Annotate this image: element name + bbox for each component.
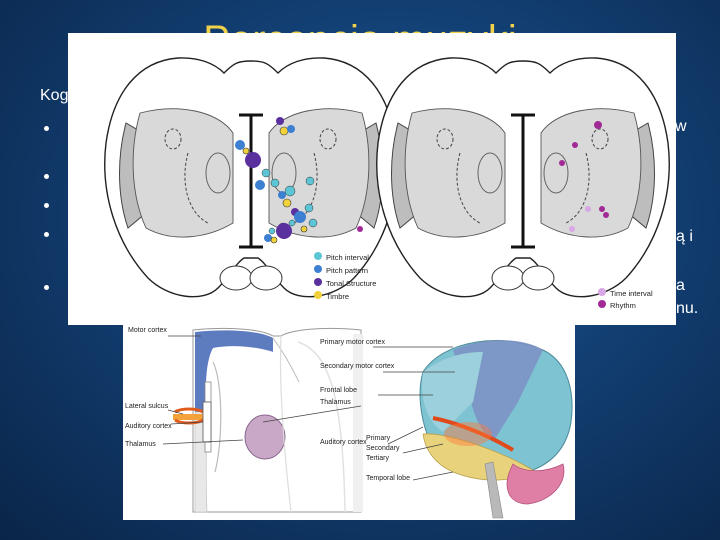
label-frontal-lobe: Frontal lobe	[320, 387, 357, 394]
legend-swatch-tonal-structure	[314, 278, 322, 286]
bullet-1	[44, 126, 49, 131]
label-auditory-cortex: Auditory cortex	[125, 423, 172, 430]
left-legend: Pitch interval Pitch pattern Tonal Struc…	[314, 252, 376, 301]
right-text-fragment-4: nu.	[676, 300, 699, 317]
label-lateral-sulcus: Lateral sulcus	[125, 403, 169, 410]
right-text-fragment-2: ą i	[676, 228, 693, 245]
left-axial-brain	[104, 57, 398, 298]
left-text-fragment: Kog	[40, 87, 69, 104]
legend-swatch-time-interval	[598, 288, 606, 296]
label-auditory-cortex-lateral: Auditory cortex	[320, 439, 367, 446]
label-secondary-motor-cortex: Secondary motor cortex	[320, 363, 395, 370]
coronal-labels: Motor cortex Lateral sulcus Auditory cor…	[125, 327, 244, 448]
brain-anatomy-svg: Motor cortex Lateral sulcus Auditory cor…	[125, 327, 573, 519]
axial-brain-figure: Pitch interval Pitch pattern Tonal Struc…	[68, 33, 676, 325]
label-temporal-lobe: Temporal lobe	[366, 475, 410, 482]
legend-pitch-interval: Pitch interval	[326, 253, 369, 262]
legend-swatch-rhythm	[598, 300, 606, 308]
label-thalamus-coronal: Thalamus	[125, 441, 156, 448]
bullet-5	[44, 285, 49, 290]
legend-swatch-pitch-interval	[314, 252, 322, 260]
label-secondary: Secondary	[366, 445, 400, 452]
label-motor-cortex: Motor cortex	[128, 327, 167, 334]
lateral-brain	[419, 340, 573, 519]
coronal-section	[173, 327, 363, 513]
legend-swatch-pitch-pattern	[314, 265, 322, 273]
right-text-fragment-3: a	[676, 277, 685, 294]
right-legend: Time interval Rhythm	[598, 288, 653, 310]
bullet-4	[44, 232, 49, 237]
legend-time-interval: Time interval	[610, 289, 653, 298]
legend-swatch-timbre	[314, 291, 322, 299]
lateral-labels: Primary motor cortex Secondary motor cor…	[262, 339, 455, 482]
label-thalamus-lateral: Thalamus	[320, 399, 351, 406]
label-tertiary: Tertiary	[366, 455, 389, 462]
brain-anatomy-figure: Motor cortex Lateral sulcus Auditory cor…	[123, 322, 575, 520]
legend-timbre: Timbre	[326, 292, 349, 301]
legend-tonal-structure: Tonal Structure	[326, 279, 376, 288]
bullet-3	[44, 203, 49, 208]
right-axial-brain	[357, 57, 670, 298]
label-primary-motor-cortex: Primary motor cortex	[320, 339, 385, 346]
legend-rhythm: Rhythm	[610, 301, 636, 310]
legend-pitch-pattern: Pitch pattern	[326, 266, 368, 275]
right-text-fragment-1: w	[675, 118, 687, 135]
axial-brain-svg: Pitch interval Pitch pattern Tonal Struc…	[104, 57, 670, 310]
bullet-2	[44, 174, 49, 179]
label-primary: Primary	[366, 435, 391, 442]
